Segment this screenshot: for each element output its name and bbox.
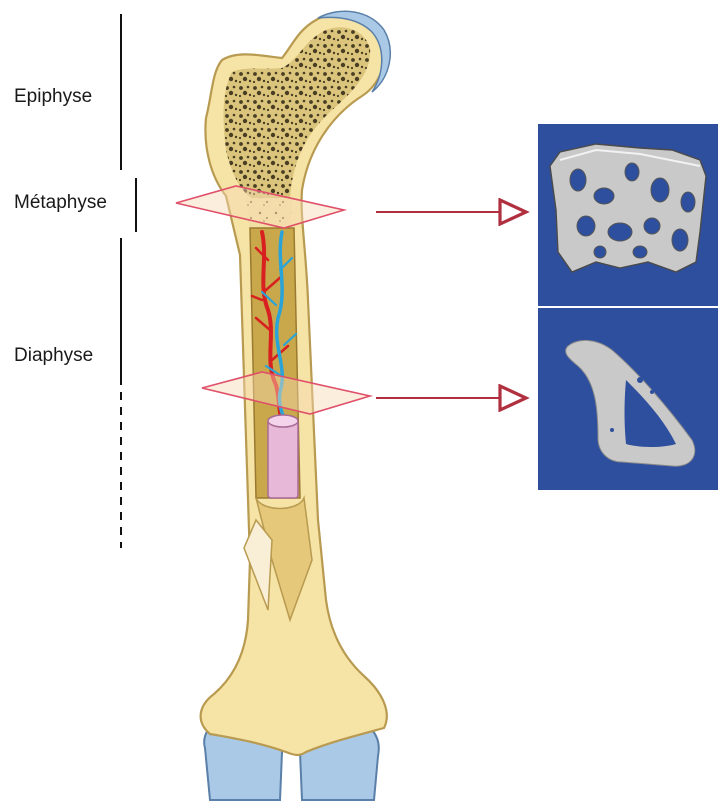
diaphysis-section-plane (202, 372, 370, 414)
region-brackets (121, 14, 136, 548)
metaphysis-section-plane (176, 186, 344, 228)
arrows (376, 212, 526, 398)
microct-cortical-panel (538, 308, 718, 490)
microct-trabecular-panel (538, 124, 718, 306)
trabecular-bone-microct-icon (550, 144, 706, 272)
marrow-cylinder-top (268, 415, 298, 427)
bone-marrow-cylinder (268, 420, 298, 498)
